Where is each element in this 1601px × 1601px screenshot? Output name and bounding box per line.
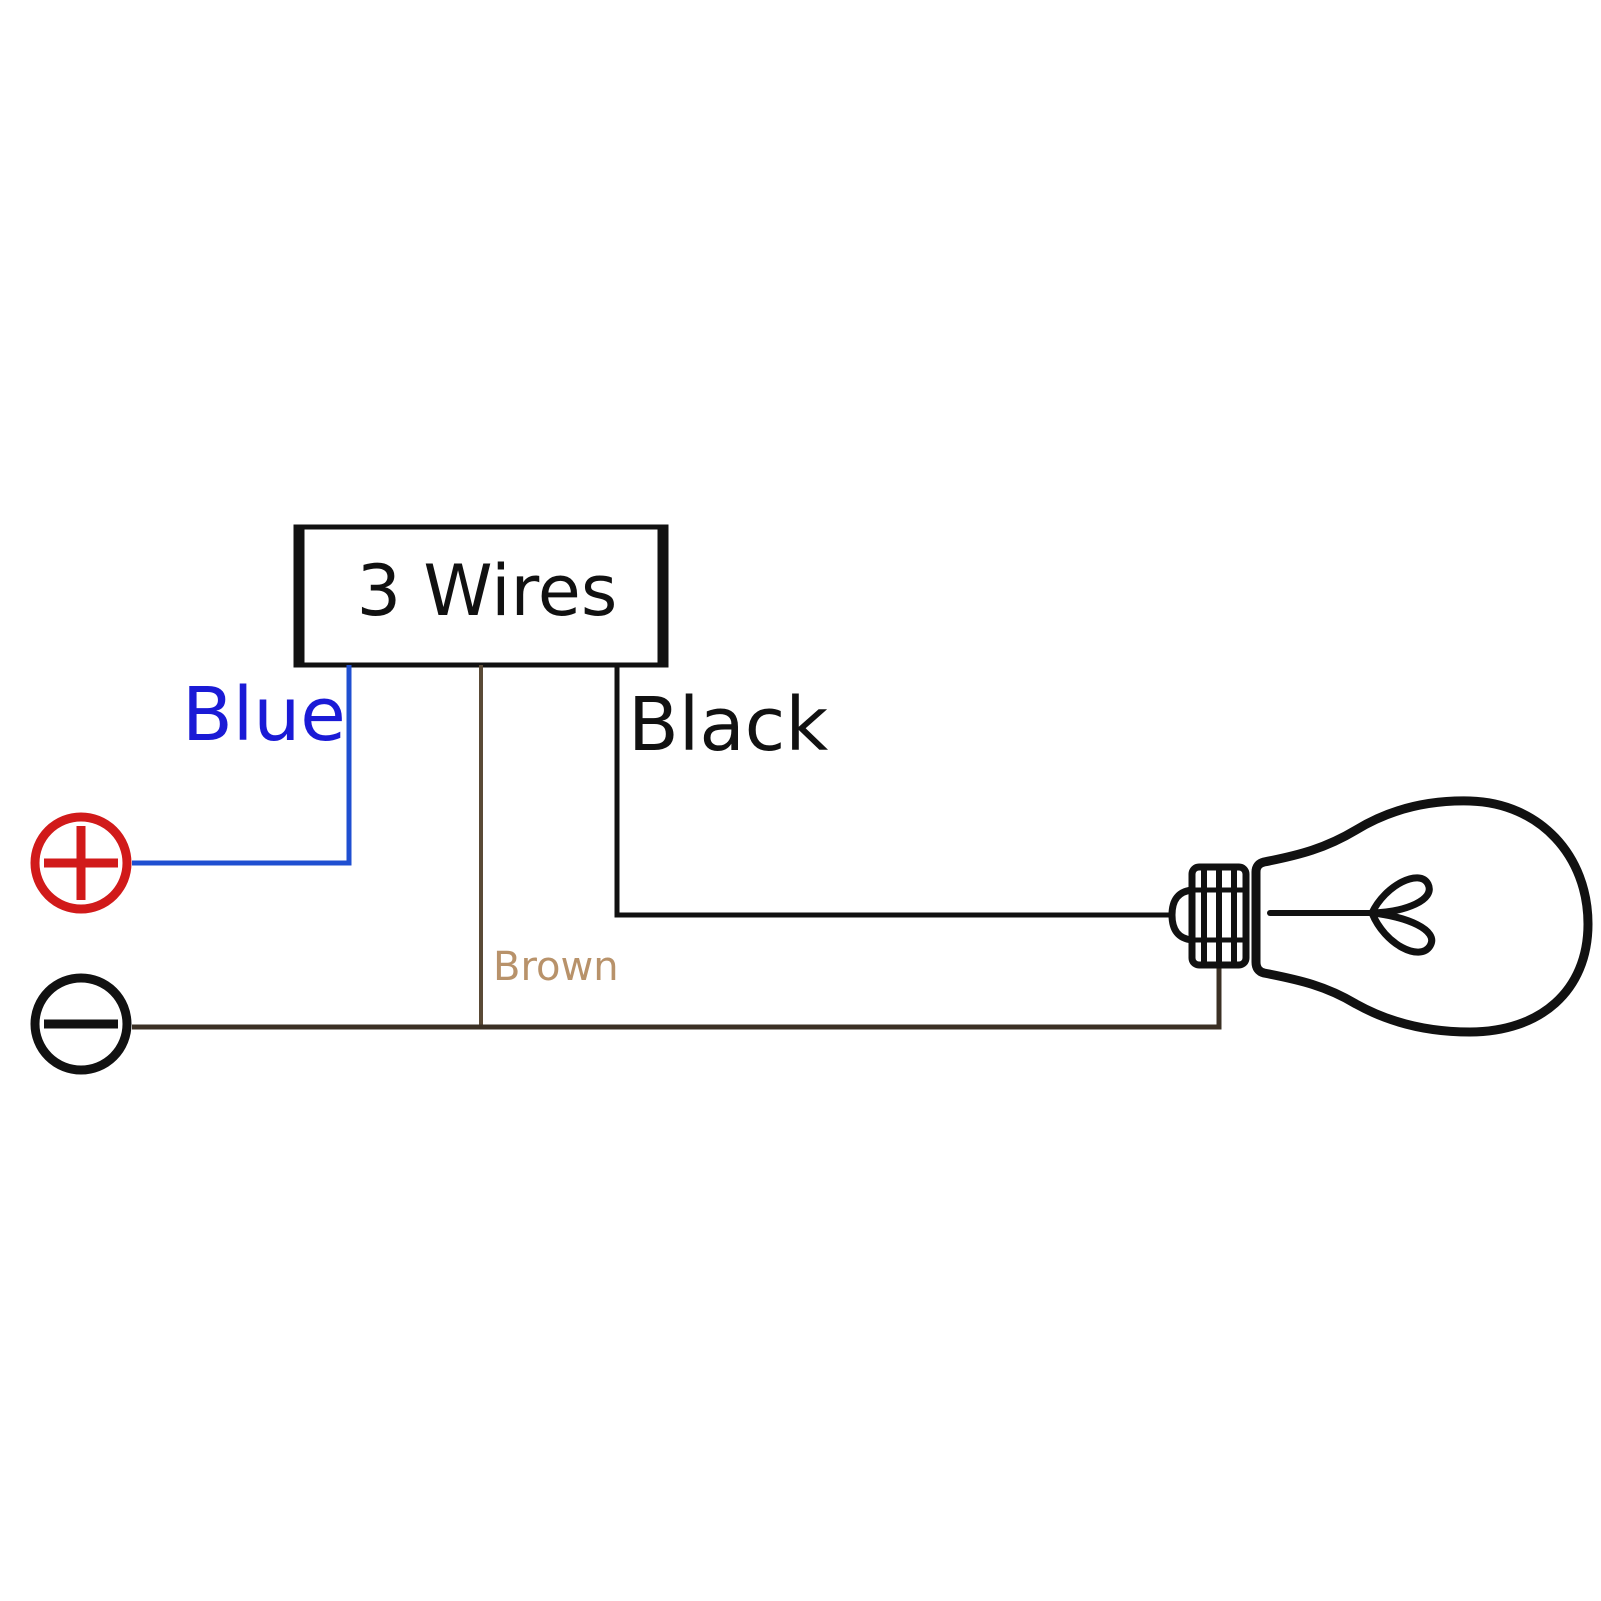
blue-wire: [132, 665, 352, 866]
brown-wire-label: Brown: [493, 944, 619, 990]
module-box: 3 Wires: [293, 524, 669, 668]
module-label: 3 Wires: [357, 550, 618, 632]
black-wire: [614, 665, 1172, 918]
negative-return-wire: [132, 955, 1222, 1030]
plus-circle-icon: [30, 812, 132, 914]
blue-wire-label: Blue: [182, 672, 346, 758]
minus-circle-icon: [30, 973, 132, 1075]
black-wire-label: Black: [628, 682, 828, 768]
light-bulb-icon: [1168, 796, 1593, 1037]
